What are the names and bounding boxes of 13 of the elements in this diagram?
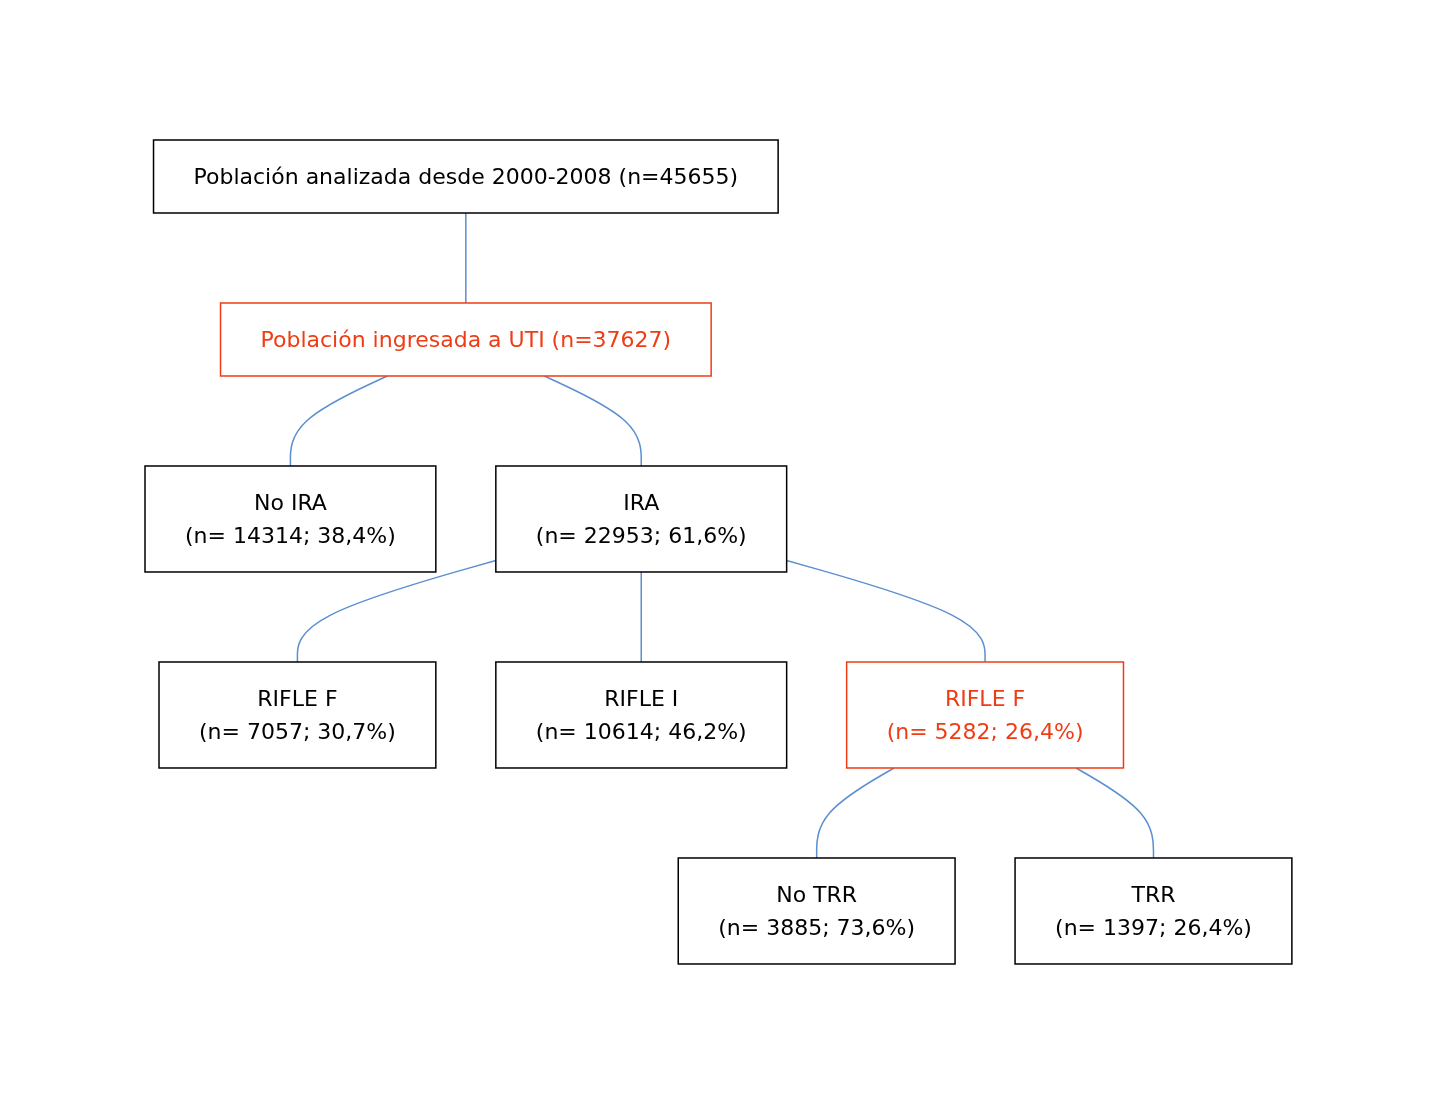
node-box: No TRR (n= 3885; 73,6%): [677, 857, 956, 965]
node-box: RIFLE F (n= 7057; 30,7%): [158, 661, 437, 769]
connector: [640, 571, 643, 663]
connector: [1075, 767, 1155, 859]
connector: [815, 767, 895, 859]
node-box: TRR (n= 1397; 26,4%): [1014, 857, 1293, 965]
node-box: No IRA (n= 14314; 38,4%): [144, 465, 437, 573]
connector: [465, 212, 467, 304]
node-box: RIFLE I (n= 10614; 46,2%): [495, 661, 788, 769]
node-box: Población analizada desde 2000-2008 (n=45655): [152, 139, 779, 214]
node-box: RIFLE F (n= 5282; 26,4%): [845, 661, 1125, 769]
node-box: Población ingresada a UTI (n=37627): [219, 302, 712, 377]
node-box: IRA (n= 22953; 61,6%): [495, 465, 788, 573]
